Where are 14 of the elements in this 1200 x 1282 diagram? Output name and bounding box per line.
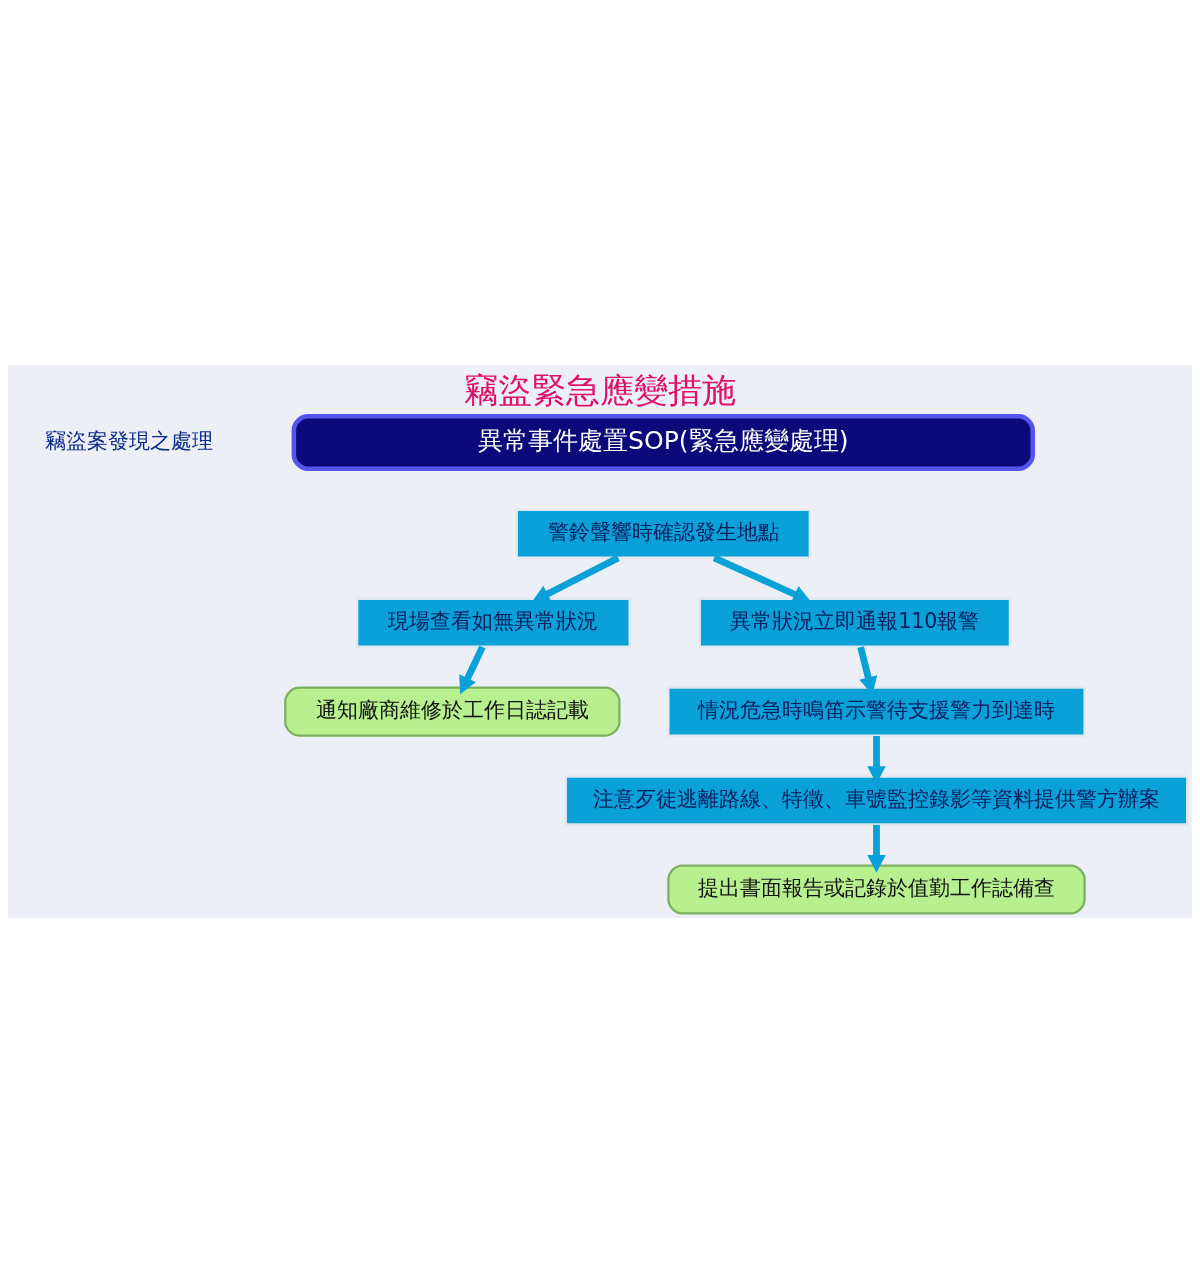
arrow	[867, 824, 886, 873]
arrow	[459, 645, 486, 694]
arrow	[712, 554, 811, 603]
node-box: 異常狀況立即通報110報警	[698, 597, 1012, 648]
node-box: 提出書面報告或記錄於值勤工作誌備查	[667, 863, 1086, 915]
node-box: 通知廠商維修於工作日誌記載	[284, 686, 621, 737]
diagram-title: 竊盜緊急應變措施	[464, 368, 736, 409]
arrow	[531, 554, 620, 602]
node-box: 警鈴聲響時確認發生地點	[515, 508, 811, 559]
label: 竊盜案發現之處理	[44, 428, 213, 453]
node-box: 現場查看如無異常狀況	[356, 597, 631, 648]
node-box: 情況危急時鳴笛示警待支援警力到達時	[667, 686, 1086, 737]
node-box: 注意歹徒逃離路線、特徵、車號監控錄影等資料提供警方辦案	[564, 774, 1189, 826]
node-box: 異常事件處置SOP(緊急應變處理)	[291, 413, 1035, 471]
